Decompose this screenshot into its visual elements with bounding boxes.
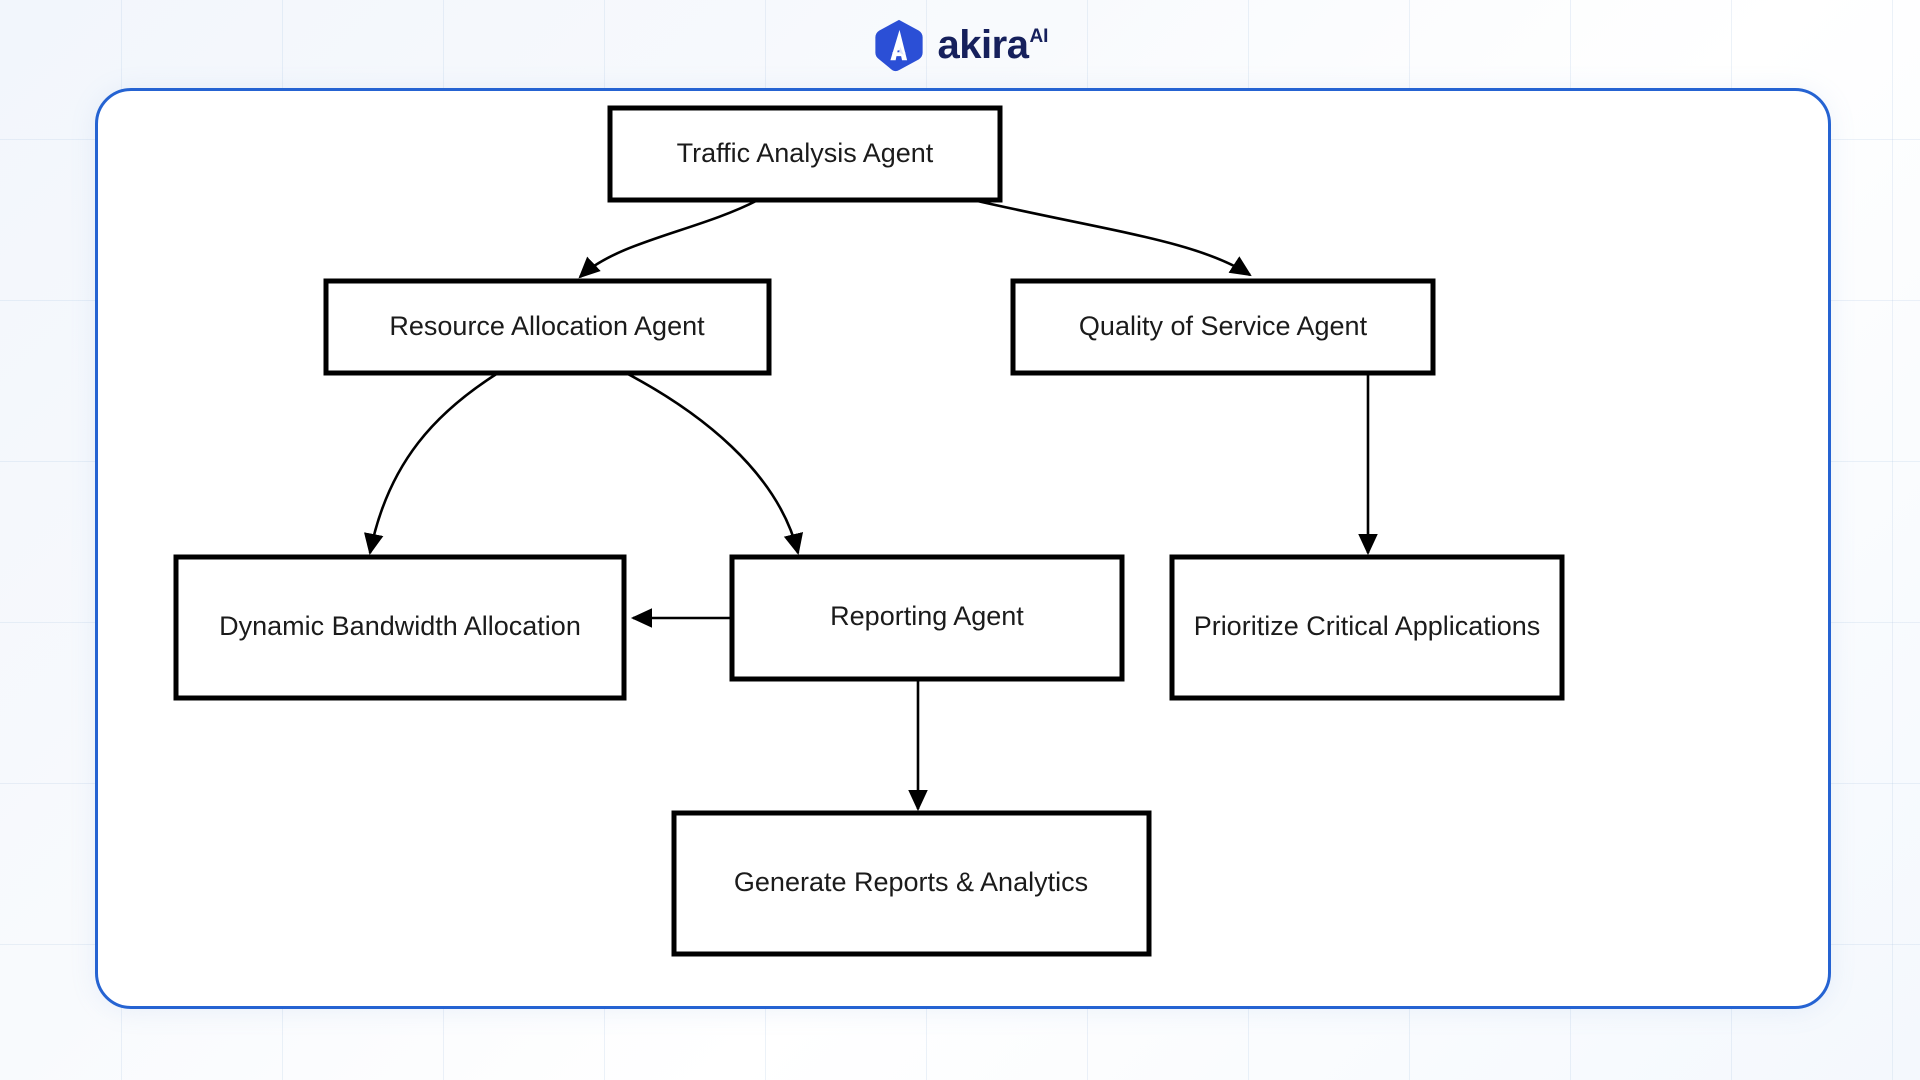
brand-superscript: AI	[1029, 26, 1049, 47]
node-reporting-agent[interactable]: Reporting Agent	[729, 554, 1125, 682]
diagram-card: Traffic Analysis Agent Resource Allocati…	[95, 88, 1831, 1009]
node-traffic-analysis-agent[interactable]: Traffic Analysis Agent	[607, 105, 1003, 203]
flowchart-canvas: Traffic Analysis Agent Resource Allocati…	[173, 105, 1565, 957]
brand-logo: akira AI	[0, 14, 1920, 76]
node-dynamic-bandwidth-allocation[interactable]: Dynamic Bandwidth Allocation	[173, 554, 627, 701]
node-label: Traffic Analysis Agent	[677, 138, 934, 168]
akira-hexagon-logo-icon	[874, 19, 923, 72]
node-label: Prioritize Critical Applications	[1194, 611, 1541, 641]
node-label: Dynamic Bandwidth Allocation	[219, 611, 581, 641]
brand-wordmark: akira AI	[938, 25, 1049, 65]
node-label: Resource Allocation Agent	[389, 311, 705, 341]
brand-name: akira	[937, 23, 1029, 67]
node-resource-allocation-agent[interactable]: Resource Allocation Agent	[323, 278, 772, 376]
edges-layer	[364, 198, 1378, 812]
node-label: Reporting Agent	[830, 601, 1024, 631]
edge-resource-to-bandwidth	[364, 371, 499, 556]
node-prioritize-critical-applications[interactable]: Prioritize Critical Applications	[1169, 554, 1565, 701]
node-quality-of-service-agent[interactable]: Quality of Service Agent	[1010, 278, 1436, 376]
edge-resource-to-reporting	[625, 371, 804, 556]
edge-traffic-to-resource	[578, 198, 759, 279]
node-generate-reports-analytics[interactable]: Generate Reports & Analytics	[671, 810, 1152, 957]
node-label: Quality of Service Agent	[1079, 311, 1368, 341]
node-label: Generate Reports & Analytics	[734, 867, 1088, 897]
edge-traffic-to-qos	[972, 198, 1252, 277]
